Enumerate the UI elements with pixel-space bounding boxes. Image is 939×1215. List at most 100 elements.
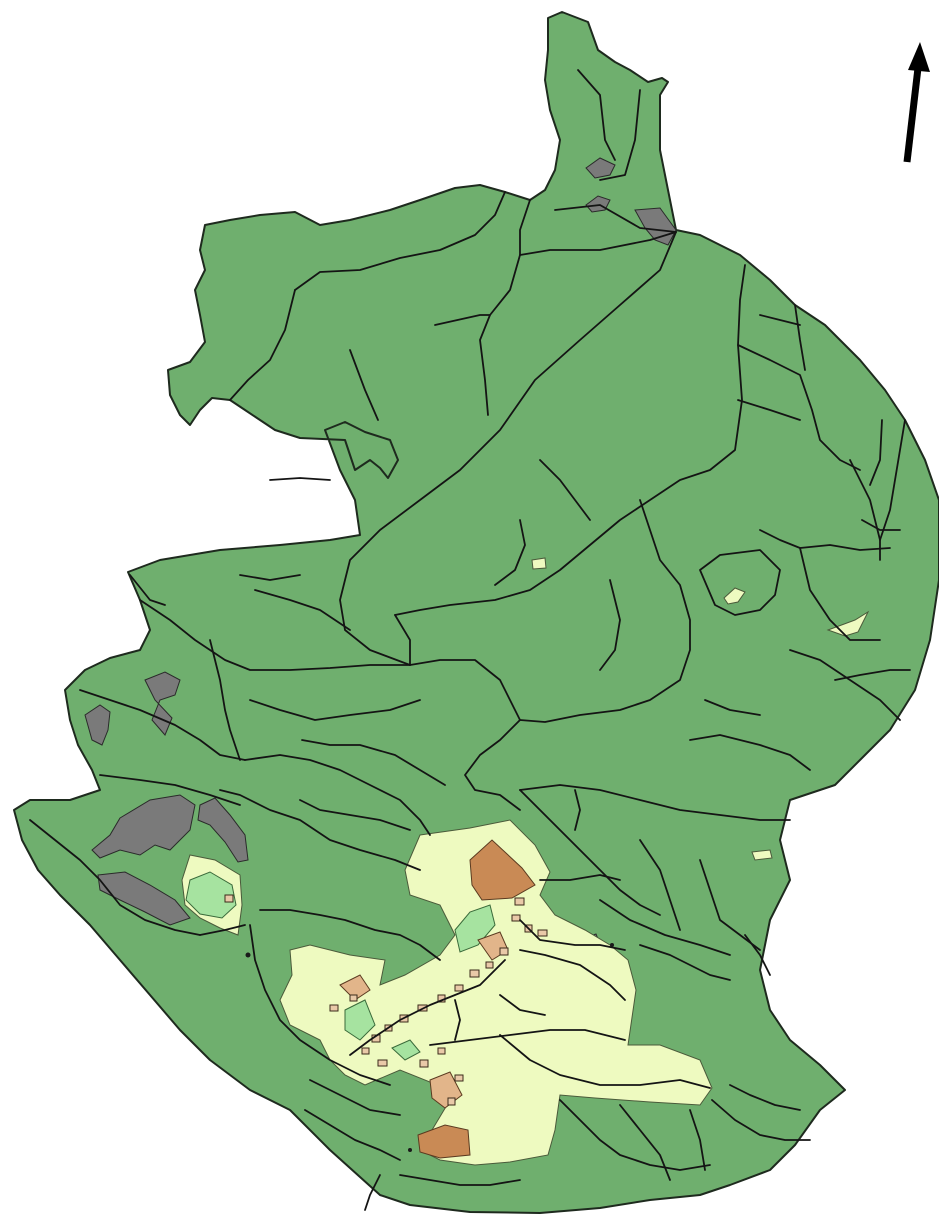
road <box>729 1084 801 1111</box>
road <box>744 934 771 976</box>
lawn-areas <box>185 871 496 1061</box>
marker-point <box>610 943 614 947</box>
road <box>789 649 901 721</box>
building <box>349 994 358 1002</box>
building <box>224 894 234 903</box>
road <box>689 1109 706 1171</box>
building <box>437 1047 446 1055</box>
road <box>304 1109 401 1161</box>
road <box>599 579 621 671</box>
road <box>219 789 421 871</box>
road <box>849 459 881 541</box>
building <box>361 1047 370 1055</box>
road <box>759 529 891 551</box>
road <box>399 1174 521 1186</box>
road <box>519 784 791 821</box>
road <box>574 789 581 831</box>
building <box>329 1004 339 1012</box>
road <box>711 1099 811 1141</box>
road <box>429 1029 626 1046</box>
road <box>99 774 241 806</box>
road <box>209 639 241 761</box>
road <box>619 1104 671 1181</box>
field-patch <box>723 587 746 605</box>
field-patch <box>531 557 547 570</box>
road <box>539 874 621 881</box>
road <box>129 574 166 606</box>
road <box>699 549 781 616</box>
road <box>339 231 677 666</box>
lawn-patch <box>185 871 237 919</box>
road <box>254 589 351 631</box>
lawn-patch <box>454 904 496 953</box>
agricultural-land <box>181 557 870 1166</box>
building <box>537 929 548 937</box>
road <box>639 839 681 931</box>
road <box>599 89 641 181</box>
road <box>554 204 677 233</box>
road <box>689 734 811 771</box>
road <box>737 344 861 471</box>
built-up-block <box>469 839 536 901</box>
road <box>79 689 246 761</box>
rock-patch <box>197 797 249 863</box>
road <box>409 659 521 811</box>
road <box>229 289 296 401</box>
road <box>349 349 379 421</box>
building <box>454 1074 464 1082</box>
north-arrow-shaft <box>903 67 922 163</box>
road <box>301 739 446 786</box>
road <box>259 909 441 961</box>
marker-point <box>245 952 251 958</box>
road <box>499 1034 711 1089</box>
rock-patch <box>144 671 181 736</box>
road <box>639 944 731 981</box>
road <box>559 1099 711 1171</box>
road <box>879 419 906 561</box>
road <box>239 574 301 581</box>
road <box>199 924 246 936</box>
road <box>519 499 691 723</box>
lawn-patch <box>344 999 376 1041</box>
road <box>519 789 661 916</box>
road <box>499 994 546 1016</box>
rock-patch <box>84 704 111 746</box>
forest-area <box>13 11 939 1214</box>
building <box>454 984 464 992</box>
road <box>394 614 411 666</box>
building <box>511 914 521 922</box>
building <box>419 1059 429 1068</box>
building <box>514 897 525 906</box>
building <box>377 1059 388 1067</box>
road <box>479 254 521 416</box>
road <box>519 949 626 1001</box>
road <box>794 304 806 371</box>
road <box>519 199 677 256</box>
rock-patch <box>585 157 616 179</box>
road <box>249 699 421 721</box>
road-network <box>29 69 911 1211</box>
road <box>494 519 526 586</box>
road <box>599 899 731 956</box>
road <box>759 314 801 326</box>
road <box>539 459 591 521</box>
road <box>244 754 431 836</box>
road <box>519 919 626 951</box>
road <box>737 399 801 421</box>
road <box>799 547 881 641</box>
building <box>485 961 494 969</box>
road <box>249 924 391 1086</box>
road <box>861 519 901 531</box>
building <box>469 969 480 978</box>
marker-point <box>408 1148 412 1152</box>
road <box>394 264 746 616</box>
road <box>299 799 411 831</box>
road <box>364 1174 381 1211</box>
road <box>434 314 491 326</box>
road <box>294 191 506 291</box>
north-arrow-icon <box>908 42 930 72</box>
field-patch <box>826 610 870 637</box>
north-arrow <box>903 42 930 163</box>
road <box>29 819 201 936</box>
